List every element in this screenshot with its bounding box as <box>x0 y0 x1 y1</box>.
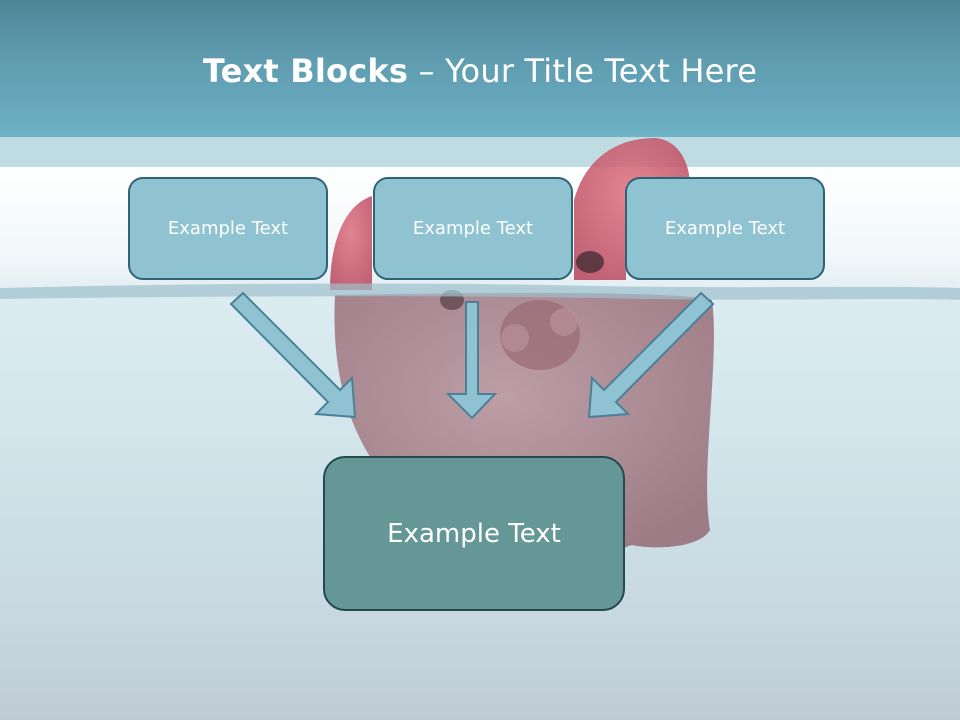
title-bar <box>0 0 960 137</box>
arrow-right <box>587 291 715 419</box>
header-band <box>0 137 960 167</box>
text-block-1: Example Text <box>128 177 328 280</box>
title-rest: Your Title Text Here <box>445 52 758 90</box>
arrow-left <box>229 291 357 419</box>
arrow-center <box>445 301 498 420</box>
slide-title: Text Blocks – Your Title Text Here <box>0 52 960 90</box>
title-dash: – <box>408 52 446 90</box>
title-bold: Text Blocks <box>202 52 409 90</box>
text-block-2: Example Text <box>373 177 573 280</box>
text-block-main: Example Text <box>323 456 625 611</box>
text-block-3: Example Text <box>625 177 825 280</box>
